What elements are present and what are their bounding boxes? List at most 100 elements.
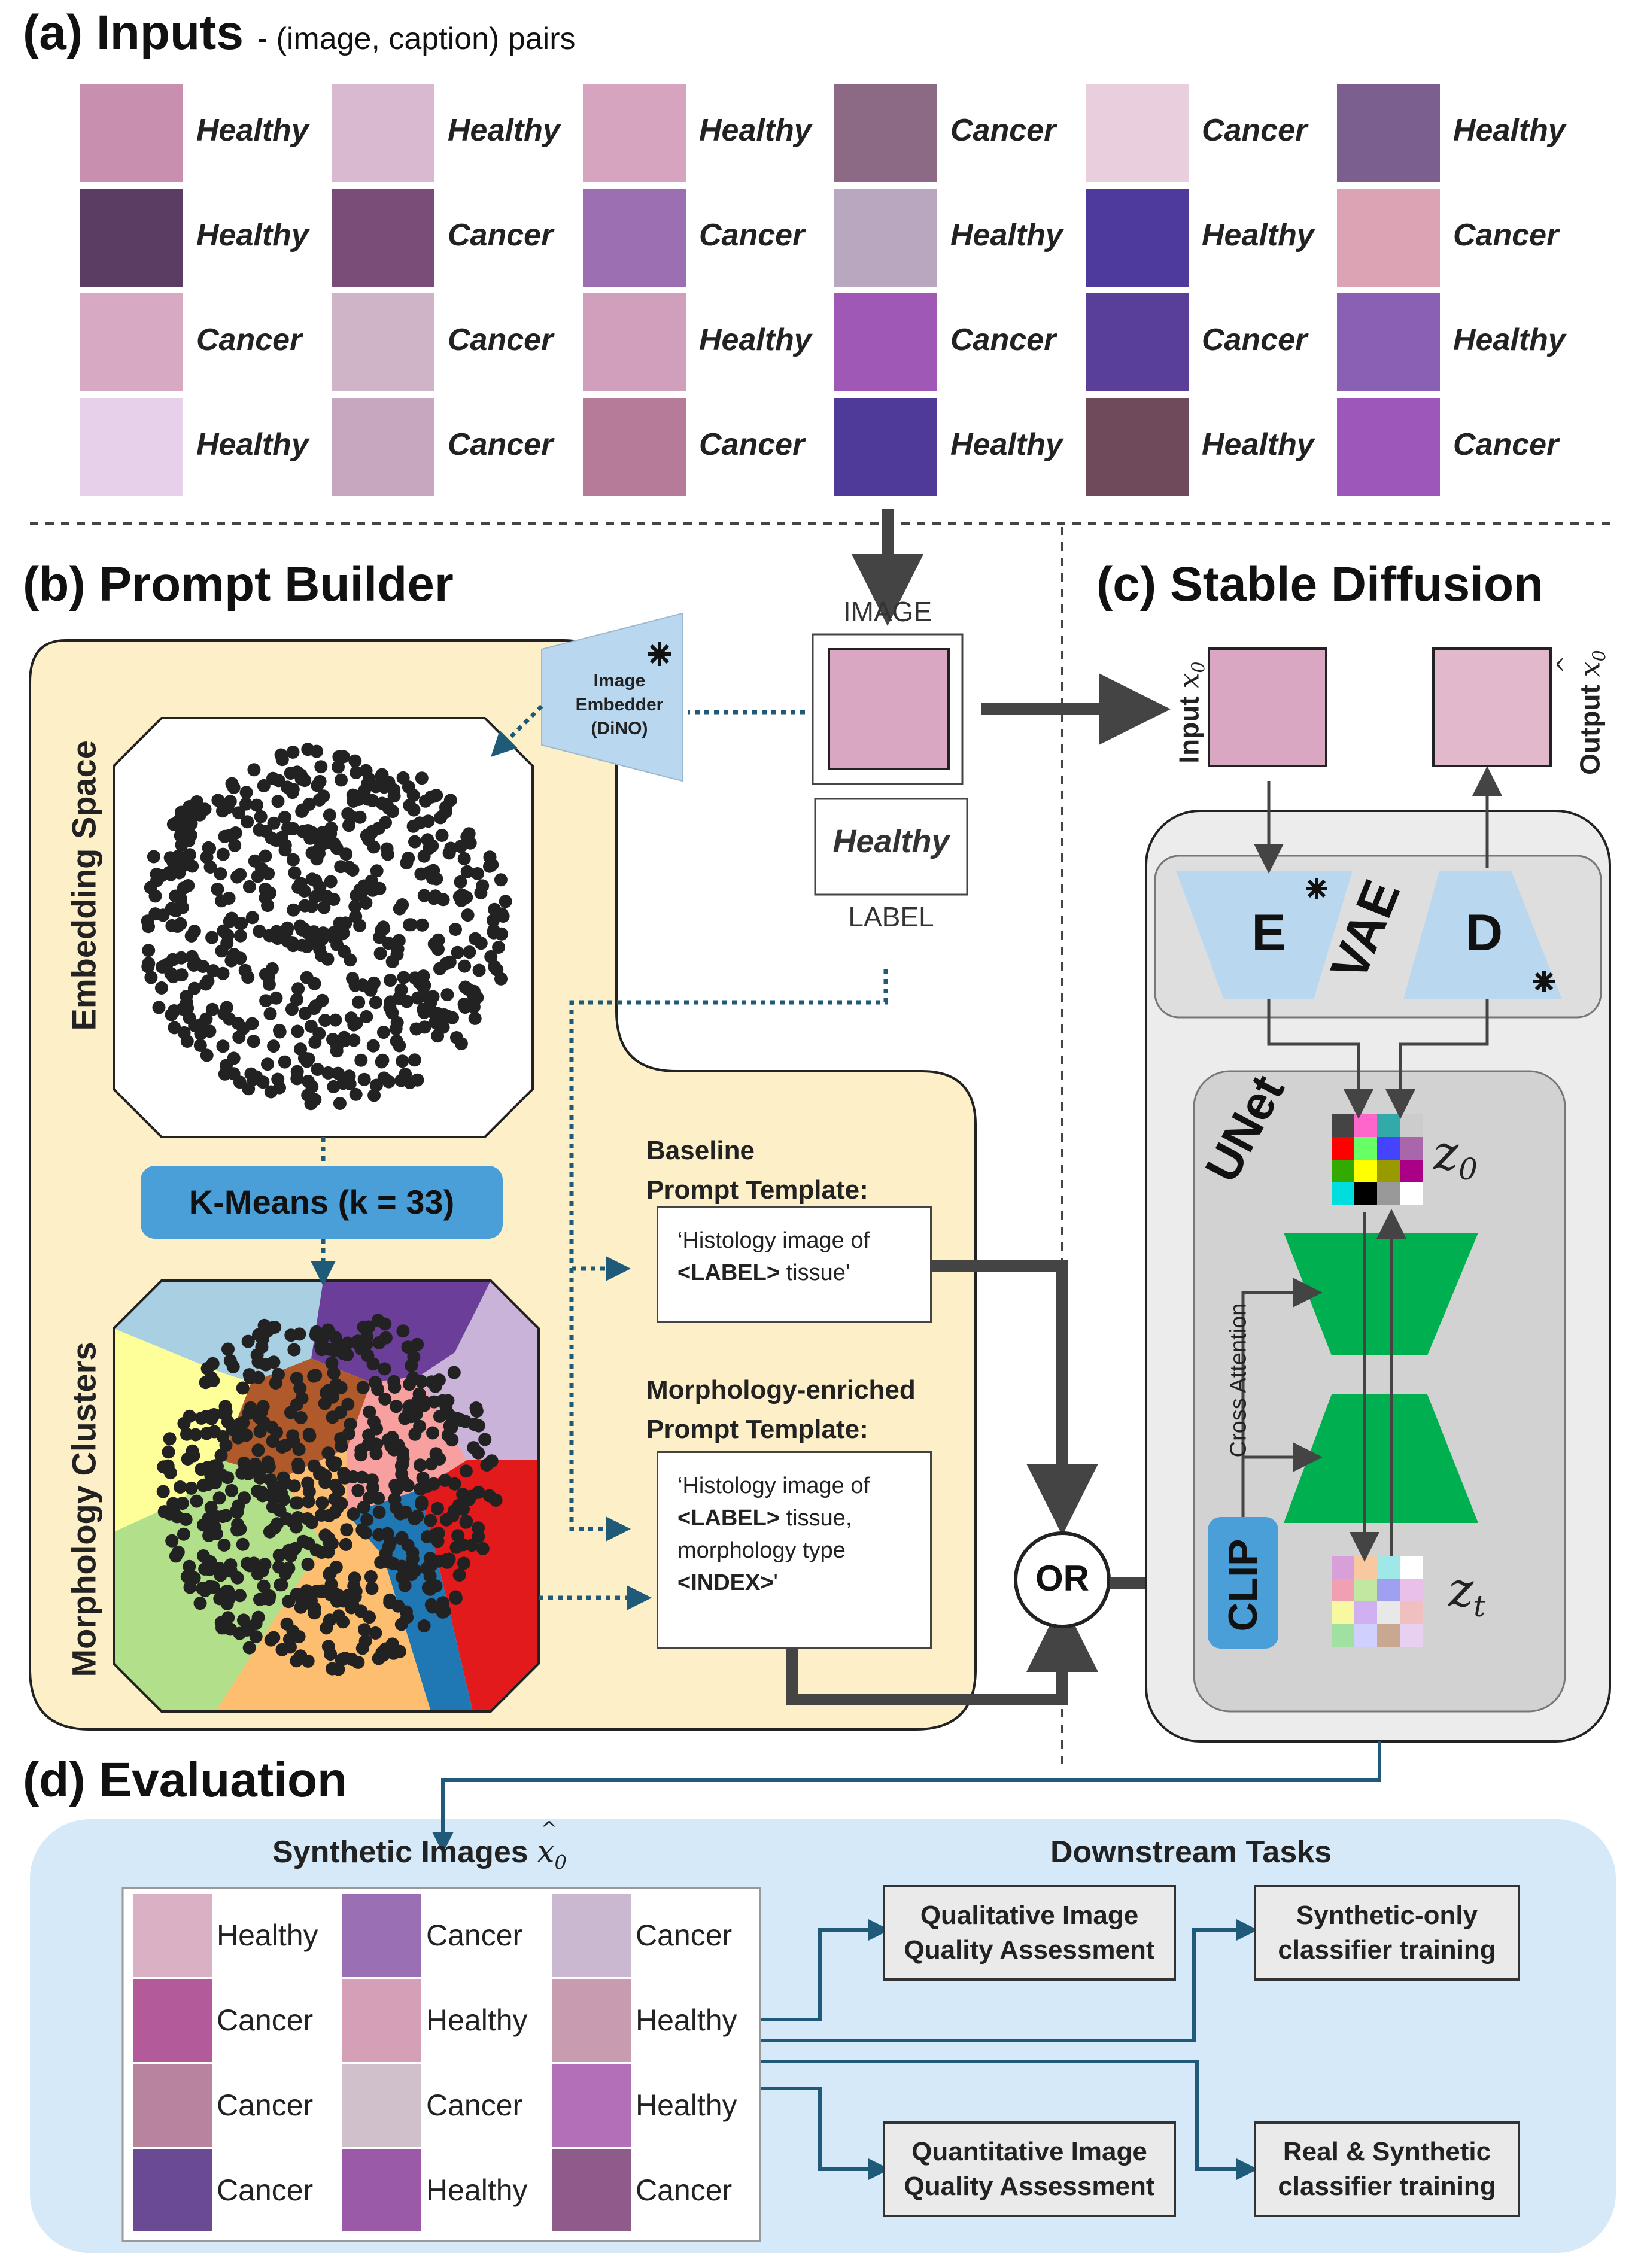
scatter-point [332,750,346,764]
scatter-point [311,1063,324,1076]
scatter-point [241,1334,255,1348]
label-box-frame [814,798,968,896]
scatter-point [349,1585,363,1598]
scatter-point [423,1552,437,1565]
scatter-point [257,1318,271,1332]
scatter-point [445,1421,458,1434]
scatter-point [293,1381,307,1395]
scatter-point [454,840,467,853]
morphology-template-box: ‘Histology image of<LABEL> tissue,morpho… [657,1451,932,1649]
baseline-template-box: ‘Histology image of<LABEL> tissue' [657,1206,932,1323]
scatter-point [377,1026,390,1039]
scatter-point [327,1366,341,1380]
scatter-point [372,1491,385,1505]
scatter-point [478,1433,492,1446]
latent-cell [1332,1160,1354,1182]
task-synthetic-only-line1: Synthetic-only [1296,1901,1478,1930]
latent-cell [1400,1556,1423,1579]
scatter-point [483,859,496,873]
scatter-point [311,779,324,792]
scatter-point [445,1433,459,1447]
scatter-point [394,983,408,997]
scatter-point [328,1587,342,1600]
scatter-point [378,1392,392,1406]
scatter-point [239,786,253,799]
scatter-point [177,1416,191,1430]
task-qualitative: Qualitative Image Quality Assessment [883,1885,1176,1981]
scatter-point [456,1488,470,1501]
morphology-clusters-frame [113,1279,540,1713]
scatter-point [183,1580,197,1594]
scatter-point [196,1549,210,1562]
scatter-point [363,1610,376,1624]
input-caption: Healthy [699,113,812,148]
scatter-point [389,1022,403,1036]
scatter-point [237,1456,251,1470]
synthetic-caption: Cancer [217,2003,314,2037]
input-caption: Cancer [448,427,554,462]
scatter-point [426,1426,439,1440]
scatter-point [174,820,187,834]
scatter-point [353,919,367,932]
scatter-point [267,816,281,830]
synthetic-tile [133,1894,212,1977]
scatter-point [441,1394,455,1407]
latent-cell [1332,1579,1354,1601]
scatter-point [346,972,360,986]
scatter-point [285,1002,299,1016]
scatter-point [272,1560,286,1574]
latent-cell [1377,1601,1400,1624]
scatter-point [227,1067,241,1081]
scatter-point [242,1406,256,1420]
scatter-point [369,780,382,794]
scatter-point [318,1014,332,1027]
scatter-point [227,948,241,962]
scatter-point [344,1418,357,1431]
scatter-point [220,1001,233,1014]
scatter-point [204,1371,218,1385]
scatter-point [250,798,263,812]
scatter-point [406,1546,420,1559]
input-tile [1336,83,1441,183]
scatter-point [431,1501,444,1515]
scatter-point [269,991,283,1005]
scatter-point [257,779,271,792]
scatter-point [297,884,311,898]
input-caption: Cancer [1202,113,1308,148]
scatter-point [415,918,429,932]
scatter-point [331,1066,345,1080]
input-tile [833,397,938,497]
scatter-point [219,1439,233,1452]
sd-output-thumb [1432,647,1552,767]
scatter-point [233,929,247,943]
scatter-point [301,824,315,837]
scatter-point [172,866,186,880]
scatter-point [417,1002,430,1016]
scatter-point [396,1054,409,1068]
scatter-point [429,1447,443,1461]
scatter-point [400,995,414,1008]
scatter-point [414,1458,427,1472]
template-line: <LABEL> tissue' [677,1260,850,1285]
scatter-point [290,1372,303,1385]
scatter-point [232,1422,245,1435]
task-synthetic-only: Synthetic-only classifier training [1254,1885,1520,1981]
scatter-point [350,1016,363,1030]
scatter-point [469,1401,483,1415]
scatter-point [463,945,476,959]
scatter-point [332,1337,346,1351]
synthetic-tile [342,1979,421,2062]
scatter-point [294,1411,308,1424]
synthetic-caption: Healthy [636,2088,737,2122]
scatter-point [332,1609,345,1623]
latent-cell [1332,1182,1354,1205]
scatter-point [291,1511,305,1524]
scatter-point [163,1432,177,1446]
scatter-point [231,1518,245,1531]
sd-output-subscript: 0 [1589,650,1610,662]
scatter-point [312,1027,326,1041]
input-tile [582,397,687,497]
scatter-point [435,829,449,842]
image-embedder-label: Image Embedder (DiNO) [569,669,670,741]
scatter-point [284,1328,298,1342]
